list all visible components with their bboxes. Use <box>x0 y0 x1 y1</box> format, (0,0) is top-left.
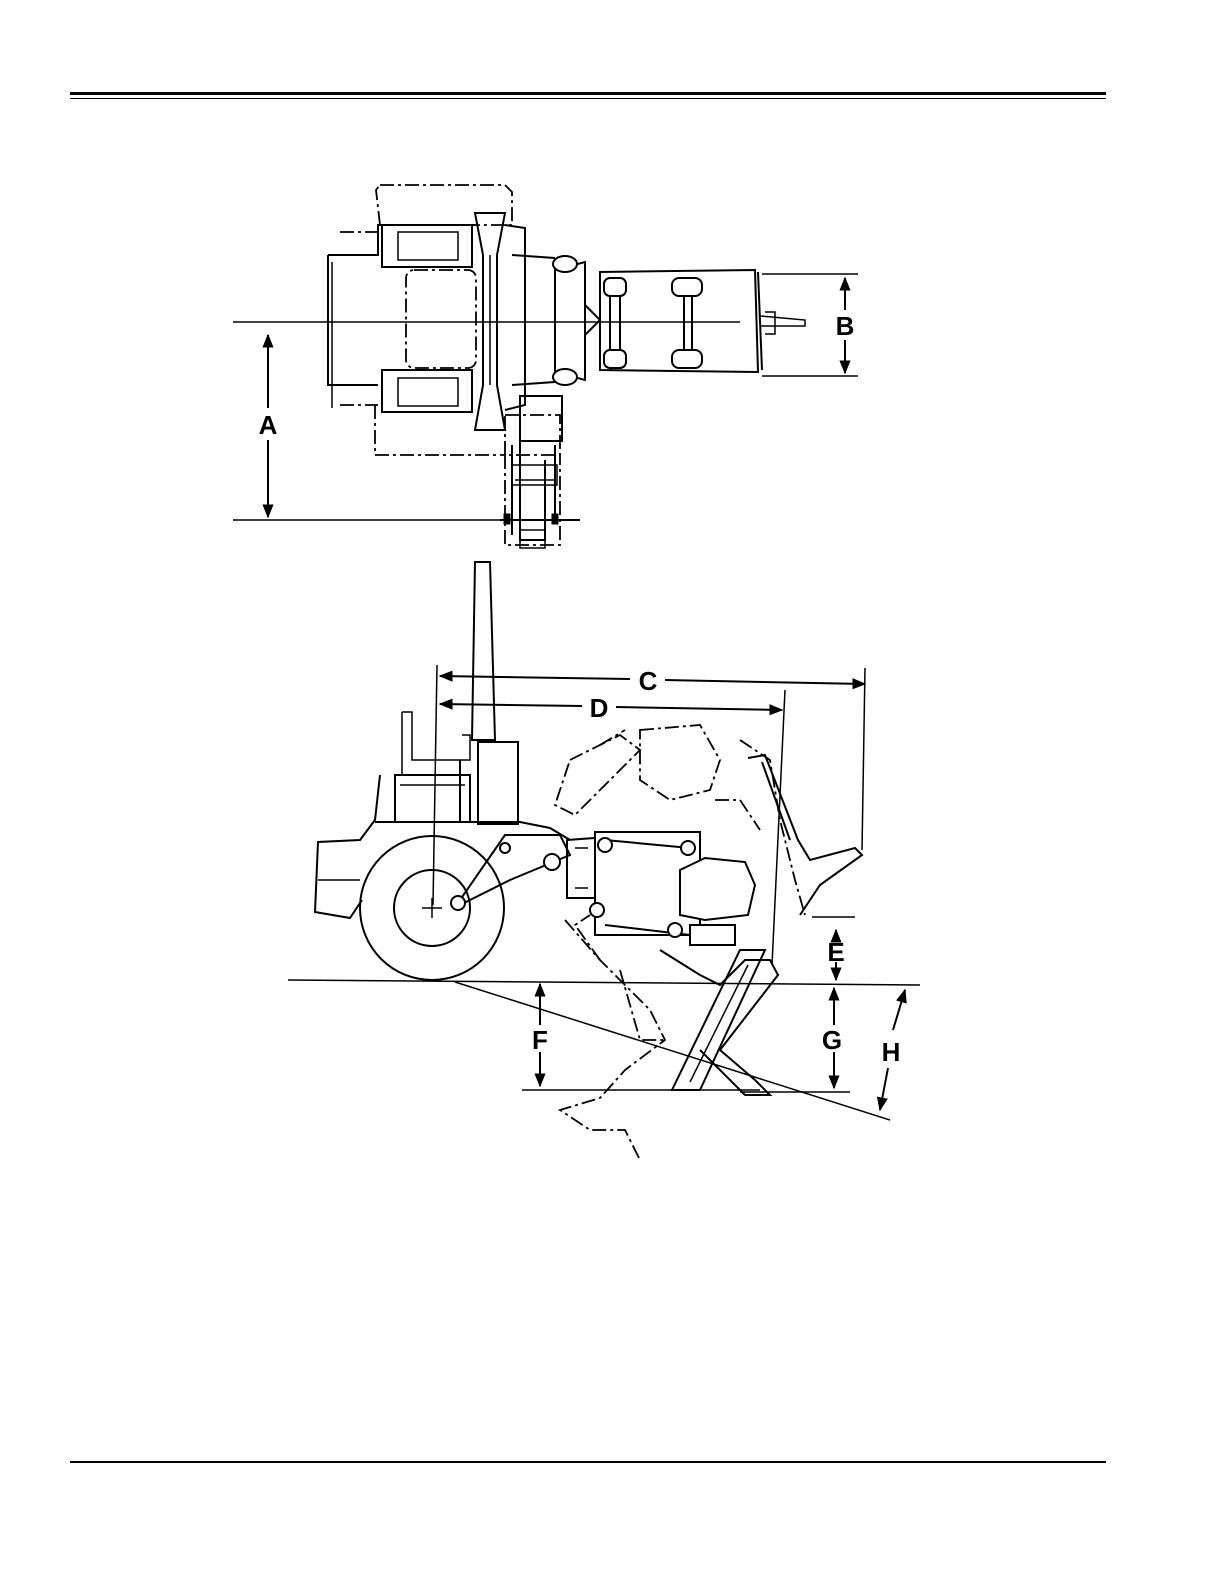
dimension-a: A <box>259 335 278 517</box>
side-view <box>288 562 920 1160</box>
top-view <box>233 185 858 548</box>
label-f: F <box>532 1025 548 1055</box>
label-e: E <box>827 937 844 967</box>
dimension-e: E <box>827 930 844 980</box>
label-b: B <box>836 311 855 341</box>
dimension-d: D <box>440 693 782 723</box>
dimension-h: H <box>880 990 905 1110</box>
label-a: A <box>259 410 278 440</box>
label-c: C <box>639 666 658 696</box>
label-h: H <box>882 1037 901 1067</box>
label-d: D <box>590 693 609 723</box>
dimension-c: C <box>440 666 865 696</box>
dimension-f: F <box>532 984 548 1086</box>
dimension-b: B <box>836 278 855 373</box>
dimension-g: G <box>822 988 842 1088</box>
label-g: G <box>822 1025 842 1055</box>
